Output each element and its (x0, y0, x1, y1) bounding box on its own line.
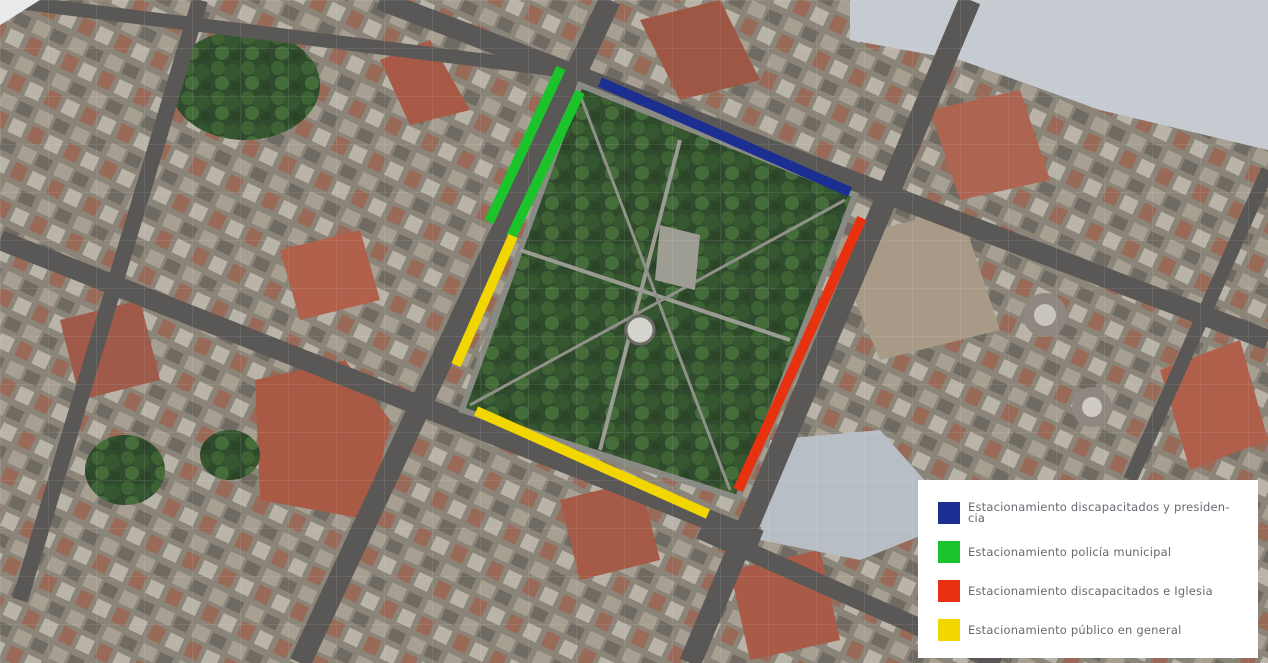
legend-swatch-yellow (938, 619, 960, 641)
legend-item-disabled-church: Estacionamiento discapacitados e Iglesia (938, 580, 1258, 602)
parking-strip-public-general[interactable] (451, 233, 518, 368)
parking-zones (451, 65, 867, 519)
legend-swatch-red (938, 580, 960, 602)
parking-strip-municipal-police[interactable] (506, 89, 585, 240)
legend-item-disabled-presidency: Estacionamiento discapacitados y preside… (938, 500, 1258, 525)
parking-strip-disabled-church[interactable] (733, 215, 867, 493)
page-edge-corner (0, 0, 40, 25)
legend-swatch-green (938, 541, 960, 563)
legend-swatch-blue (938, 502, 960, 524)
legend-item-public-general: Estacionamiento público en general (938, 619, 1258, 641)
legend-label: Estacionamiento policía municipal (968, 544, 1172, 559)
parking-strip-municipal-police[interactable] (484, 65, 566, 225)
parking-strip-public-general[interactable] (473, 406, 711, 519)
map-legend: Estacionamiento discapacitados y preside… (918, 480, 1258, 658)
legend-label: Estacionamiento público en general (968, 622, 1182, 637)
legend-label: Estacionamiento discapacitados e Iglesia (968, 583, 1213, 598)
parking-strip-disabled-presidency[interactable] (597, 77, 853, 197)
legend-label: Estacionamiento discapacitados y preside… (968, 500, 1230, 525)
legend-item-municipal-police: Estacionamiento policía municipal (938, 541, 1258, 563)
